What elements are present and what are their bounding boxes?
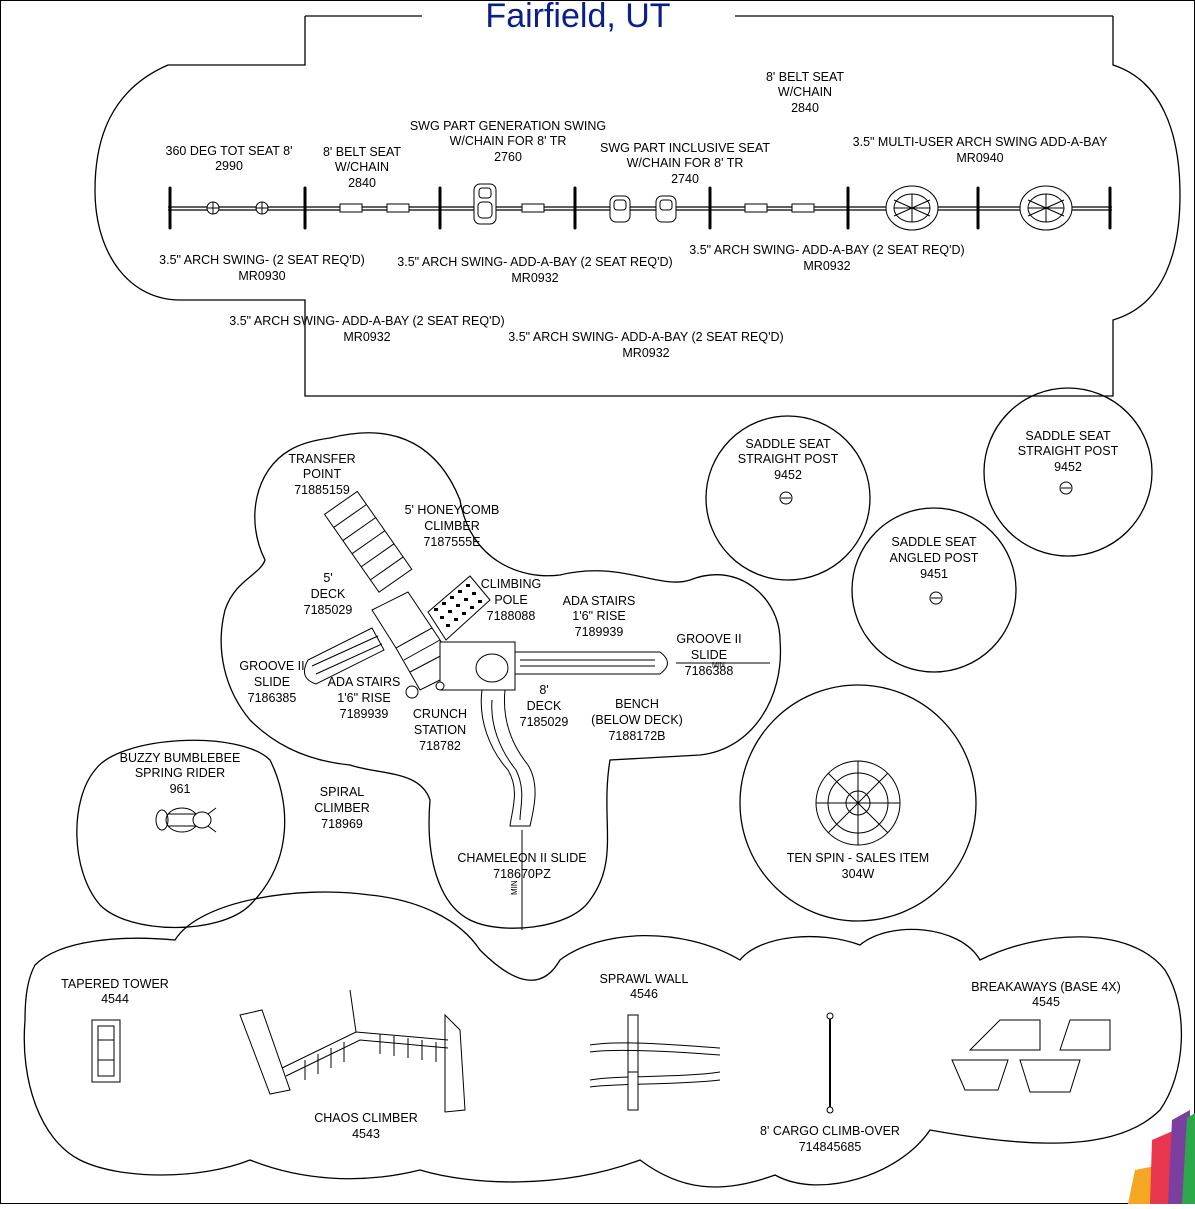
tapered-tower-icon xyxy=(91,1019,121,1083)
bumblebee-icon xyxy=(155,807,217,833)
swing-beam xyxy=(168,206,1112,211)
generation-swing-icon xyxy=(473,183,545,225)
chameleon-slide xyxy=(480,689,536,827)
saddle-straight-2-zone xyxy=(983,387,1153,557)
plan-title: Fairfield, UT xyxy=(485,0,670,35)
groove-slide-right xyxy=(514,651,668,675)
label-arch-swing-1: 3.5" ARCH SWING- (2 SEAT REQ'D)MR0930 xyxy=(159,253,365,283)
swing-frame-legs xyxy=(168,186,1112,230)
belt-seat-icons-2 xyxy=(744,203,815,213)
belt-seat-icons-1 xyxy=(339,203,410,213)
saddle-straight-2-icon xyxy=(1059,481,1073,495)
transfer-point-steps xyxy=(323,490,413,593)
breakaways-icons xyxy=(951,1019,1111,1093)
deck-8 xyxy=(439,641,516,691)
chaos-climber-icon xyxy=(239,989,466,1113)
label-tot-seat: 360 DEG TOT SEAT 8'2990 xyxy=(166,144,293,173)
multi-user-swing-icons xyxy=(885,185,1073,231)
label-arch-swing-5: 3.5" ARCH SWING- ADD-A-BAY (2 SEAT REQ'D… xyxy=(508,330,783,360)
bottom-use-zone xyxy=(23,891,1183,1188)
structure-use-zone xyxy=(220,432,782,929)
saddle-straight-1-zone xyxy=(705,415,871,581)
label-arch-swing-3: 3.5" ARCH SWING- ADD-A-BAY (2 SEAT REQ'D… xyxy=(689,243,964,273)
saddle-angled-icon xyxy=(929,591,943,605)
ten-spin-icon xyxy=(815,760,901,846)
label-bench: BENCH(BELOW DECK)7188172B xyxy=(591,697,683,743)
brand-logo xyxy=(1128,1110,1195,1204)
sprawl-wall-icon xyxy=(589,1014,721,1111)
saddle-angled-zone xyxy=(851,507,1017,673)
cargo-climb-over-icon xyxy=(826,1012,834,1114)
crunch-station xyxy=(405,681,445,699)
swing-use-zone xyxy=(94,16,1181,397)
tot-seat-icons xyxy=(206,201,269,215)
svg-text:MIN: MIN xyxy=(510,880,519,895)
min-dimension-lines: MIN MIN xyxy=(510,662,770,930)
label-arch-swing-4: 3.5" ARCH SWING- ADD-A-BAY (2 SEAT REQ'D… xyxy=(229,314,504,344)
inclusive-seat-icons xyxy=(609,195,677,223)
label-breakaways: BREAKAWAYS (BASE 4X)4545 xyxy=(971,980,1121,1009)
saddle-straight-1-icon xyxy=(779,491,793,505)
groove-slide-left xyxy=(303,627,385,685)
ten-spin-zone xyxy=(739,684,977,922)
honeycomb-climber xyxy=(427,575,491,641)
bumblebee-zone xyxy=(76,739,286,929)
svg-text:MIN: MIN xyxy=(712,662,725,669)
label-arch-swing-2: 3.5" ARCH SWING- ADD-A-BAY (2 SEAT REQ'D… xyxy=(397,255,672,285)
